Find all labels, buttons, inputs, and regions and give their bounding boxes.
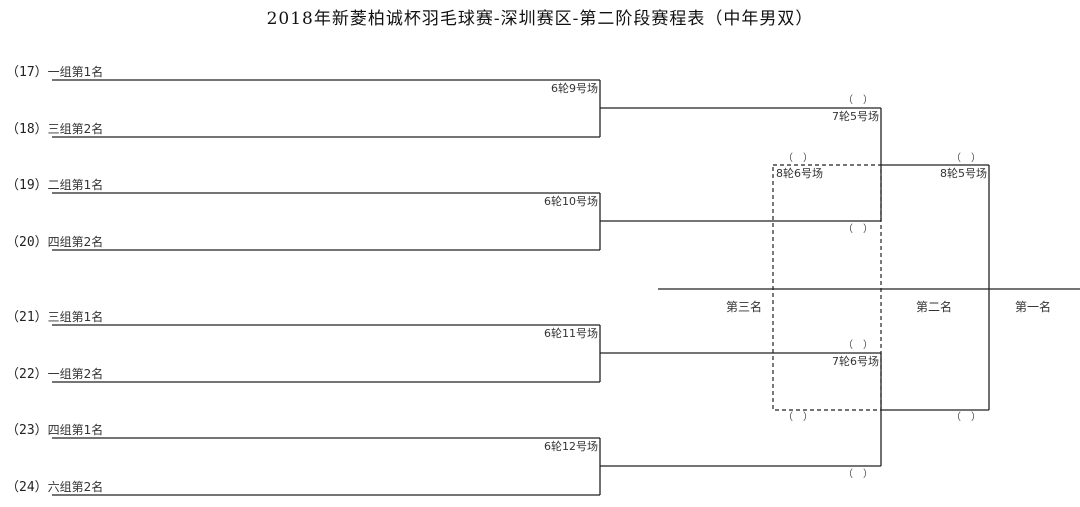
score-slot[interactable]: （ ） — [951, 412, 981, 423]
seed-name: 二组第1名 — [47, 178, 104, 192]
rank-third-label: 第三名 — [726, 300, 763, 314]
match-label-r7-m5: 7轮5号场 — [832, 110, 879, 123]
score-slot[interactable]: （ ） — [783, 153, 813, 164]
seed-name: 三组第1名 — [47, 310, 104, 324]
seed-number: （21） — [6, 310, 48, 325]
match-label-r8-m5: 8轮5号场 — [940, 167, 987, 180]
score-slot[interactable]: （ ） — [843, 224, 873, 235]
seed-number: （23） — [6, 423, 48, 438]
seed-name: 六组第2名 — [47, 480, 104, 494]
seed-number: （19） — [6, 178, 48, 193]
seed-number: （22） — [6, 367, 48, 382]
seed-number: （24） — [6, 480, 48, 495]
seed-number: （20） — [6, 235, 48, 250]
seed-19: （19）二组第1名 — [6, 177, 103, 194]
third-place-box — [772, 164, 882, 411]
seed-name: 三组第2名 — [47, 122, 104, 136]
rank-second-label: 第二名 — [916, 300, 953, 314]
match-label-r7-m6: 7轮6号场 — [832, 355, 879, 368]
seed-number: （18） — [6, 122, 48, 137]
score-slot[interactable]: （ ） — [951, 153, 981, 164]
seed-18: （18）三组第2名 — [6, 121, 103, 138]
score-slot[interactable]: （ ） — [783, 412, 813, 423]
score-slot[interactable]: （ ） — [843, 469, 873, 480]
seed-23: （23）四组第1名 — [6, 422, 103, 439]
match-label-r6-m11: 6轮11号场 — [544, 327, 598, 340]
seed-22: （22）一组第2名 — [6, 366, 103, 383]
rank-first-label: 第一名 — [1015, 300, 1052, 314]
score-slot[interactable]: （ ） — [843, 95, 873, 106]
seed-20: （20）四组第2名 — [6, 234, 103, 251]
score-slot[interactable]: （ ） — [843, 340, 873, 351]
seed-name: 四组第2名 — [47, 235, 104, 249]
page-title: 2018年新菱柏诚杯羽毛球赛-深圳赛区-第二阶段赛程表（中年男双） — [266, 9, 814, 29]
match-label-r6-m9: 6轮9号场 — [551, 82, 598, 95]
seed-21: （21）三组第1名 — [6, 309, 103, 326]
seed-17: （17）一组第1名 — [6, 64, 103, 81]
seed-24: （24）六组第2名 — [6, 479, 103, 496]
match-label-r6-m12: 6轮12号场 — [544, 440, 598, 453]
seed-name: 一组第1名 — [47, 65, 104, 79]
match-label-r6-m10: 6轮10号场 — [544, 195, 598, 208]
seed-name: 四组第1名 — [47, 423, 104, 437]
match-label-r8-m6: 8轮6号场 — [776, 167, 823, 180]
seed-name: 一组第2名 — [47, 367, 104, 381]
seed-number: （17） — [6, 65, 48, 80]
